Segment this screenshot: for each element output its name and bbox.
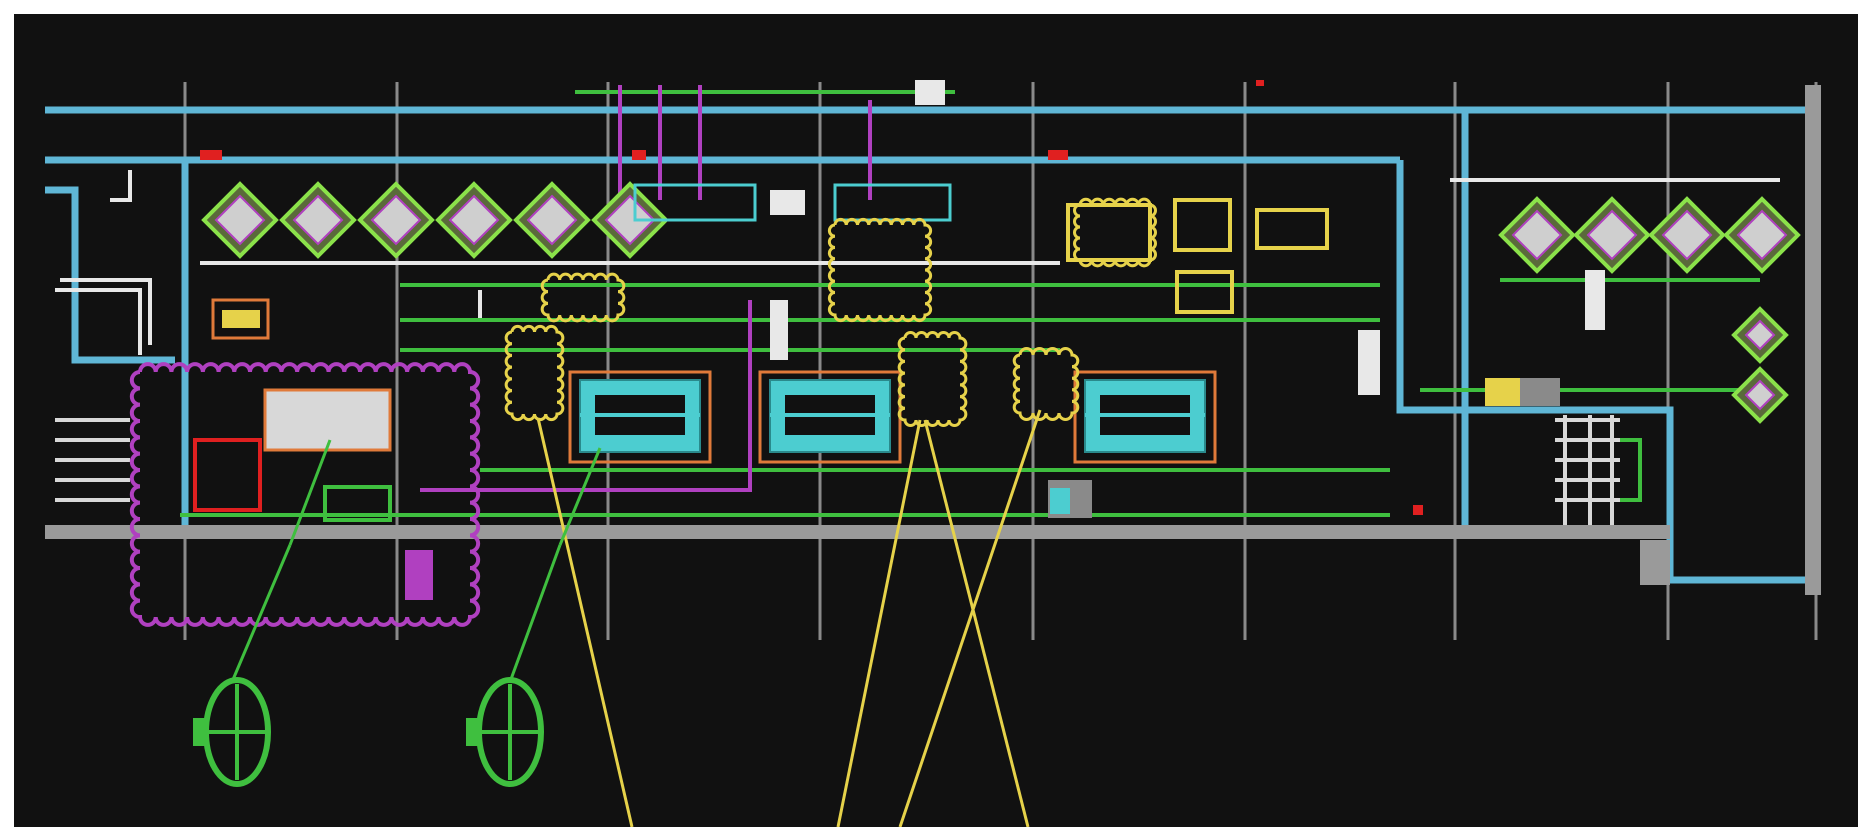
callout-leader-green-1 [230, 544, 292, 683]
equipment-box-4 [1255, 208, 1329, 250]
revision-clouds [129, 197, 1157, 627]
equipment-box-6 [1520, 378, 1560, 406]
white-bend-2 [60, 278, 152, 345]
filter-cells-right [1498, 196, 1801, 424]
tank-left [263, 388, 392, 452]
skid-frame-3 [1073, 370, 1217, 464]
tank-assembly-left [193, 388, 433, 600]
equipment-box-2 [1173, 198, 1232, 252]
ladder-racks [55, 415, 1620, 525]
red-marker-3 [1048, 150, 1068, 160]
red-marker-5 [1413, 505, 1423, 515]
revision-cloud-yellow-1 [504, 324, 565, 422]
valve-white-block [770, 190, 805, 215]
revision-cloud-purple [129, 362, 481, 627]
equipment-box-5 [1485, 378, 1520, 406]
filter-cell-right-4-core [1736, 209, 1788, 261]
red-markers [200, 80, 1423, 515]
floor-step [1640, 540, 1670, 585]
left-loop-pipe [45, 186, 175, 364]
white-utility-lines [55, 170, 1780, 355]
callout-leader-green-2 [508, 544, 562, 683]
callout-leader-yellow-2 [923, 419, 1030, 828]
revision-cloud-yellow-6 [1073, 197, 1157, 268]
red-marker-2 [632, 150, 646, 160]
detail-callouts [193, 409, 1042, 828]
valve-white-riser-3 [1585, 270, 1605, 330]
filter-cell-left-6-core [604, 194, 656, 246]
filter-cell-right-extra-2-core [1744, 379, 1776, 411]
purple-block [405, 550, 433, 600]
filter-cell-right-extra-1-core [1744, 319, 1776, 351]
red-marker-1 [200, 150, 222, 160]
purple-line-1 [420, 300, 752, 492]
filter-cell-left-1-core [214, 194, 266, 246]
filter-cell-right-1-core [1511, 209, 1563, 261]
valve-clusters [633, 80, 1605, 395]
valve-white-riser-2 [1358, 330, 1380, 395]
filter-cell-left-3-core [370, 194, 422, 246]
revision-cloud-yellow-2 [540, 272, 626, 323]
filter-cells-left [201, 181, 669, 259]
green-callout-tab-2 [466, 718, 480, 746]
small-equipment [211, 198, 1560, 518]
revision-cloud-yellow-5 [1012, 347, 1080, 421]
valve-manifold-1 [633, 183, 757, 222]
equipment-box-left [211, 298, 270, 340]
red-panel [193, 438, 262, 512]
callout-leader-green-2b [558, 447, 602, 546]
green-panel [323, 485, 392, 522]
equipment-box-3 [1175, 270, 1234, 314]
red-marker-4 [1256, 80, 1264, 86]
filter-cell-left-4-core [448, 194, 500, 246]
equipment-box-1 [1066, 203, 1152, 262]
filter-cell-left-5-core [526, 194, 578, 246]
floor-slab [45, 525, 1670, 539]
right-wall [1805, 85, 1821, 595]
floor-band [45, 85, 1821, 595]
filter-cell-left-2-core [292, 194, 344, 246]
white-bend-3 [110, 170, 132, 202]
callout-leader-yellow-1 [536, 417, 634, 828]
filter-cell-right-2-core [1586, 209, 1638, 261]
purple-lines [420, 85, 872, 492]
callout-leader-green-1b [288, 439, 332, 546]
white-bend-1 [55, 288, 142, 355]
equipment-box-7-inner [1050, 488, 1070, 514]
valve-top-white [915, 80, 945, 105]
filter-cell-right-3-core [1661, 209, 1713, 261]
equipment-box-left-inner [222, 310, 260, 328]
skid-units [568, 370, 1217, 464]
callout-leader-yellow-4 [836, 419, 922, 828]
valve-white-riser [770, 300, 788, 360]
callout-leader-yellow-3 [898, 409, 1042, 828]
skid-frame-1 [568, 370, 712, 464]
revision-cloud-yellow-4 [897, 331, 968, 427]
green-callout-tab-1 [193, 718, 207, 746]
revision-cloud-yellow-3 [827, 217, 933, 323]
